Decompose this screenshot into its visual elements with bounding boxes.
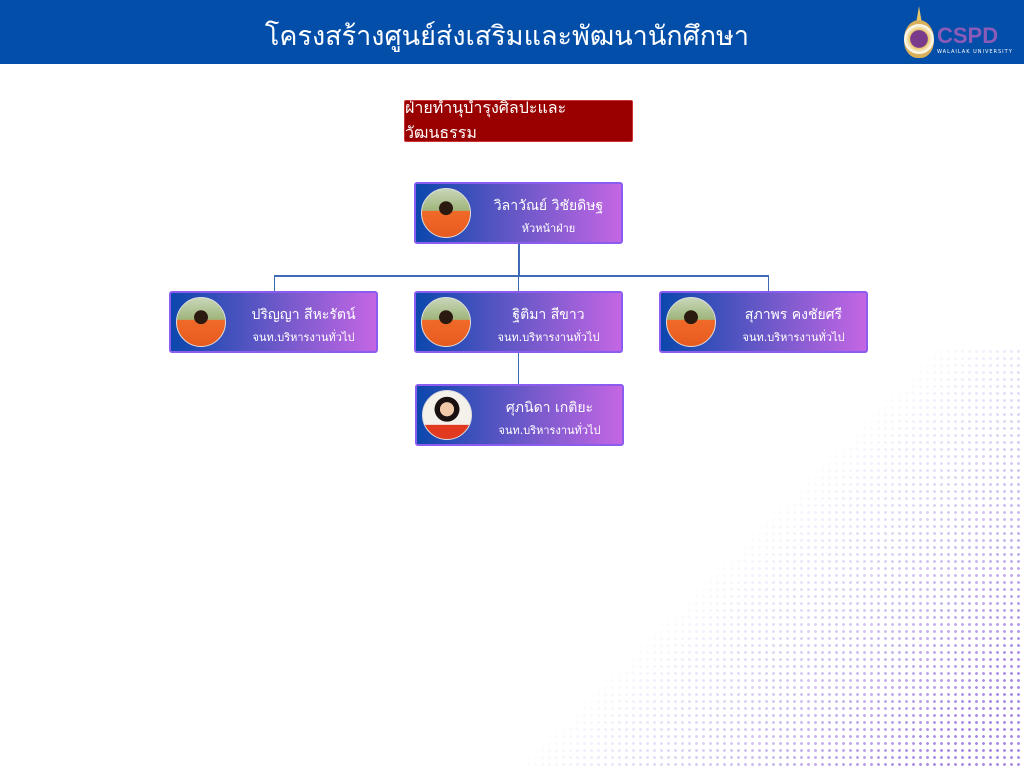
person-role: จนท.บริหารงานทั่วไป xyxy=(742,331,845,344)
person-name: ศุภนิดา เกติยะ xyxy=(505,400,594,416)
connector-line xyxy=(518,353,519,384)
avatar xyxy=(421,188,471,238)
university-seal-icon xyxy=(904,20,934,58)
logo-subtext: WALAILAK UNIVERSITY xyxy=(937,49,1013,55)
page-title: โครงสร้างศูนย์ส่งเสริมและพัฒนานักศึกษา xyxy=(264,21,750,52)
connector-line xyxy=(518,275,519,291)
person-name: ปริญญา สีหะรัตน์ xyxy=(251,307,356,323)
org-card-staff: ศุภนิดา เกติยะ จนท.บริหารงานทั่วไป xyxy=(415,384,624,446)
logo-spire-icon xyxy=(916,6,922,24)
connector-line xyxy=(274,275,275,291)
person-role: จนท.บริหารงานทั่วไป xyxy=(498,424,601,437)
cspd-logo: CSPD WALAILAK UNIVERSITY xyxy=(900,6,1020,60)
person-role: หัวหน้าฝ่าย xyxy=(521,222,576,235)
logo-text: CSPD xyxy=(937,23,999,48)
avatar xyxy=(421,297,471,347)
person-name: สุภาพร คงชัยศรี xyxy=(744,307,843,323)
org-card-staff: ปริญญา สีหะรัตน์ จนท.บริหารงานทั่วไป xyxy=(169,291,378,353)
org-card-staff: สุภาพร คงชัยศรี จนท.บริหารงานทั่วไป xyxy=(659,291,868,353)
org-card-head: วิลาวัณย์ วิชัยดิษฐ หัวหน้าฝ่าย xyxy=(414,182,623,244)
person-name: วิลาวัณย์ วิชัยดิษฐ xyxy=(493,198,604,214)
header-bar: โครงสร้างศูนย์ส่งเสริมและพัฒนานักศึกษา C… xyxy=(0,0,1024,64)
person-role: จนท.บริหารงานทั่วไป xyxy=(497,331,600,344)
avatar xyxy=(176,297,226,347)
person-name: ฐิติมา สีขาว xyxy=(512,307,585,323)
department-title: ฝ่ายทำนุบำรุงศิลปะและวัฒนธรรม xyxy=(404,98,633,142)
connector-line xyxy=(768,275,769,291)
avatar xyxy=(422,390,472,440)
org-card-staff: ฐิติมา สีขาว จนท.บริหารงานทั่วไป xyxy=(414,291,623,353)
connector-line xyxy=(518,244,520,276)
connector-line xyxy=(274,275,769,277)
person-role: จนท.บริหารงานทั่วไป xyxy=(252,331,355,344)
avatar xyxy=(666,297,716,347)
